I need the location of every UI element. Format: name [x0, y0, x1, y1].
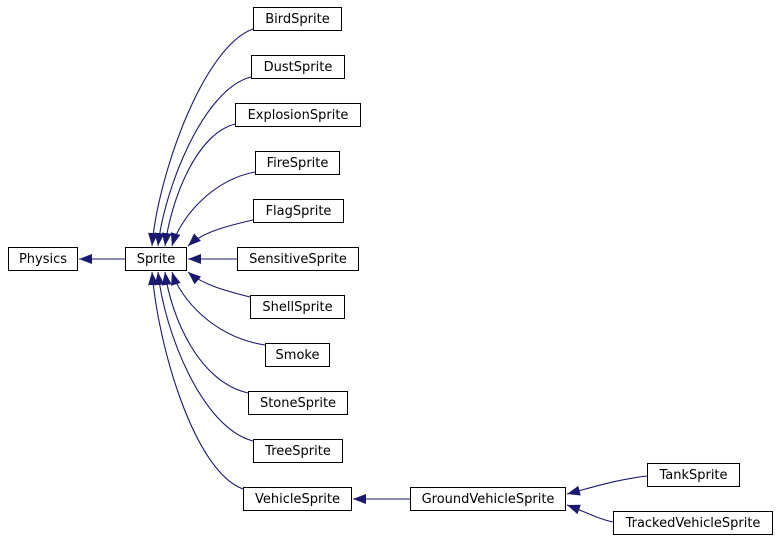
class-node-label: FireSprite — [266, 155, 329, 171]
class-node-vehicle[interactable]: VehicleSprite — [243, 487, 352, 511]
inheritance-edge-bird-to-sprite — [148, 28, 254, 247]
class-node-label: ExplosionSprite — [247, 107, 349, 123]
class-node-label: VehicleSprite — [254, 491, 341, 507]
inheritance-edge-tree-to-sprite — [154, 271, 254, 442]
class-node-flag[interactable]: FlagSprite — [253, 199, 344, 223]
inheritance-edge-vehicle-to-sprite — [148, 271, 244, 490]
class-node-label: SensitiveSprite — [249, 251, 347, 267]
class-node-shell[interactable]: ShellSprite — [250, 295, 345, 319]
class-node-sprite[interactable]: Sprite — [125, 247, 187, 271]
class-node-label: TrackedVehicleSprite — [625, 515, 761, 531]
inheritance-edge-tank-to-groundvehicle — [566, 475, 648, 496]
class-node-groundvehicle[interactable]: GroundVehicleSprite — [410, 487, 566, 511]
class-node-dust[interactable]: DustSprite — [251, 55, 345, 79]
class-node-trackedvehicle[interactable]: TrackedVehicleSprite — [613, 511, 773, 535]
class-node-explosion[interactable]: ExplosionSprite — [235, 103, 361, 127]
class-node-label: BirdSprite — [265, 11, 330, 27]
class-node-sensitive[interactable]: SensitiveSprite — [237, 247, 359, 271]
class-node-physics[interactable]: Physics — [8, 247, 78, 271]
inheritance-edge-smoke-to-sprite — [171, 271, 266, 346]
inheritance-edge-trackedvehicle-to-groundvehicle — [566, 504, 614, 523]
inheritance-edge-fire-to-sprite — [170, 171, 256, 247]
class-node-label: TreeSprite — [265, 443, 331, 459]
class-node-tree[interactable]: TreeSprite — [253, 439, 343, 463]
class-node-label: FlagSprite — [265, 203, 332, 219]
inheritance-edge-explosion-to-sprite — [161, 123, 236, 247]
class-node-label: Smoke — [275, 347, 320, 363]
class-node-label: StoneSprite — [259, 395, 337, 411]
inheritance-edge-stone-to-sprite — [161, 271, 249, 394]
class-node-fire[interactable]: FireSprite — [255, 151, 340, 175]
class-node-tank[interactable]: TankSprite — [647, 463, 740, 487]
class-node-stone[interactable]: StoneSprite — [248, 391, 348, 415]
class-node-label: DustSprite — [263, 59, 333, 75]
class-node-label: Physics — [18, 251, 68, 267]
class-node-smoke[interactable]: Smoke — [265, 343, 330, 367]
class-node-label: ShellSprite — [262, 299, 333, 315]
class-node-label: TankSprite — [659, 467, 728, 483]
inheritance-edge-dust-to-sprite — [154, 76, 252, 247]
class-node-bird[interactable]: BirdSprite — [253, 7, 342, 31]
class-node-label: Sprite — [136, 251, 176, 267]
inheritance-edge-flag-to-sprite — [187, 219, 254, 247]
inheritance-edge-shell-to-sprite — [187, 271, 251, 298]
class-node-label: GroundVehicleSprite — [421, 491, 555, 507]
